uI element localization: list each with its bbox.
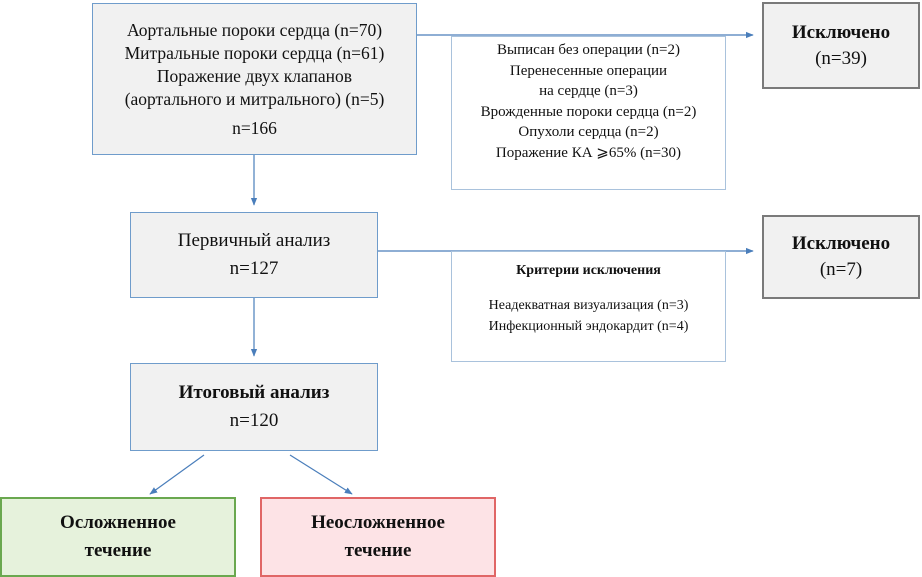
primary-analysis-title: Первичный анализ [177,230,331,251]
final-analysis-total: n=120 [229,410,279,431]
arrow-final-to-uncomplicated [289,454,353,495]
exclusion-2-reason: Неадекватная визуализация (n=3) [488,298,689,313]
complicated-course-label-2: течение [84,540,152,561]
cohort-line-aortic: Аортальные пороки сердца (n=70) [126,19,383,40]
exclusion-1-count: (n=39) [815,47,867,69]
exclusion-2-title: Исключено [791,233,891,254]
uncomplicated-course-label-2: течение [344,540,412,561]
exclusion-1-title: Исключено [791,21,891,43]
final-analysis-title: Итоговый анализ [178,382,330,403]
exclusion-1-reasons: Выписан без операции (n=2) Перенесенные … [451,36,726,190]
exclusion-2-reason: Инфекционный эндокардит (n=4) [488,319,689,334]
complicated-course-label: Осложненное [60,512,176,533]
exclusion-1-box: Исключено (n=39) [762,2,920,89]
primary-analysis-box: Первичный анализ n=127 [130,212,378,298]
exclusion-1-reason: на сердце (n=3) [539,83,638,99]
primary-analysis-total: n=127 [229,258,279,279]
exclusion-1-reason: Перенесенные операции [509,62,668,79]
final-analysis-box: Итоговый анализ n=120 [130,363,378,451]
cohort-total: n=166 [232,117,277,138]
cohort-line-two-valves-detail: (аортального и митрального) (n=5) [124,88,385,109]
exclusion-1-reason: Врожденные пороки сердца (n=2) [480,103,697,120]
exclusion-2-criteria-title: Критерии исключения [516,263,661,278]
uncomplicated-course-label: Неосложненное [311,512,445,533]
arrow-final-to-complicated [149,454,205,495]
exclusion-2-box: Исключено (n=7) [762,215,920,299]
uncomplicated-course-box: Неосложненное течение [260,497,496,577]
exclusion-1-reason: Выписан без операции (n=2) [497,42,680,58]
complicated-course-box: Осложненное течение [0,497,236,577]
exclusion-1-reason: Опухоли сердца (n=2) [518,124,659,140]
cohort-line-mitral: Митральные пороки сердца (n=61) [124,42,385,63]
initial-cohort-box: Аортальные пороки сердца (n=70) Митральн… [92,3,417,155]
exclusion-2-count: (n=7) [819,259,863,280]
exclusion-1-reason: Поражение КА ⩾65% (n=30) [495,144,682,161]
exclusion-2-criteria: Критерии исключения Неадекватная визуали… [451,251,726,362]
cohort-line-two-valves: Поражение двух клапанов [156,65,353,86]
